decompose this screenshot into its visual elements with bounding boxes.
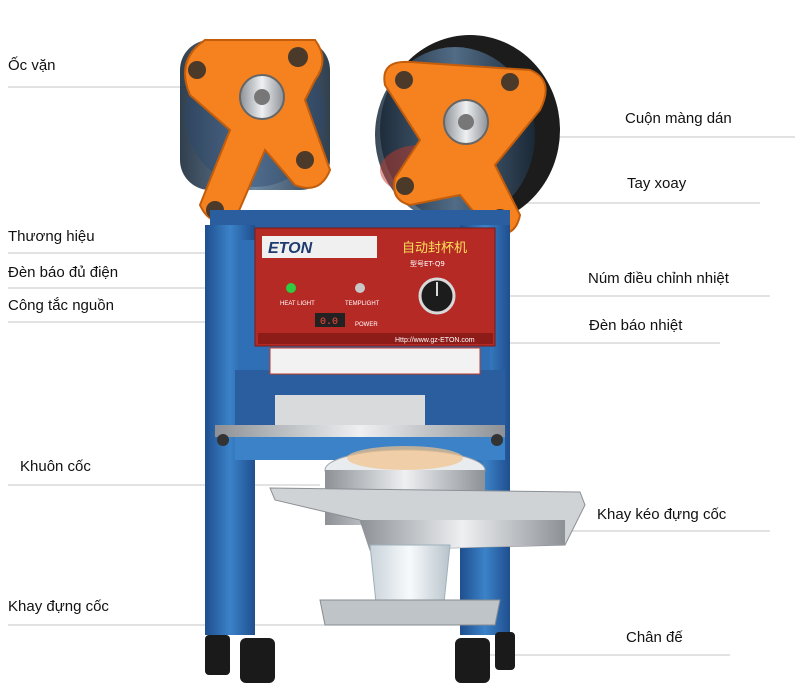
machine-feet [205,632,515,683]
orange-knob-left [184,39,332,224]
label-khuon-coc: Khuôn cốc [20,458,91,475]
pressing-head [215,395,505,446]
label-den-bao-du-dien: Đèn báo đủ điện [8,264,119,281]
label-cong-tac-nguon: Công tắc nguồn [8,297,114,314]
pull-out-tray [269,487,586,551]
label-num-dieu-chinh-nhiet: Núm điều chỉnh nhiệt [588,270,729,287]
label-chan-de: Chân đế [626,629,683,646]
display-readout: 0.0 [320,317,338,328]
label-khay-dung-coc: Khay đựng cốc [8,598,109,615]
label-khay-keo-dung-coc: Khay kéo đựng cốc [597,506,727,523]
brand-logo: ETON [268,240,313,257]
power-indicator-light [286,283,296,293]
label-den-bao-nhiet: Đèn báo nhiệt [589,317,683,334]
label-oc-van: Ốc vặn [8,57,56,74]
label-tay-xoay: Tay xoay [627,175,687,192]
label-cuon-mang-dan: Cuộn màng dán [625,110,732,127]
panel-title: 自动封杯机 [402,241,467,256]
website-text: Http://www.gz-ETON.com [395,337,475,344]
heat-indicator-light [355,283,365,293]
power-label: POWER [355,322,378,328]
power-switch [315,313,345,327]
label-thuong-hieu: Thương hiệu [8,228,95,245]
heat-light-label: HEAT LIGHT [280,301,315,307]
orange-knob-right [383,60,547,235]
templight-label: TEMPLIGHT [345,301,380,307]
cup-holder-tray [319,599,501,626]
control-panel: ETON 自动封杯机 型号ET-Q9 HEAT LIGHT TEMPLIGHT … [254,227,496,375]
model-text: 型号ET-Q9 [410,259,445,268]
